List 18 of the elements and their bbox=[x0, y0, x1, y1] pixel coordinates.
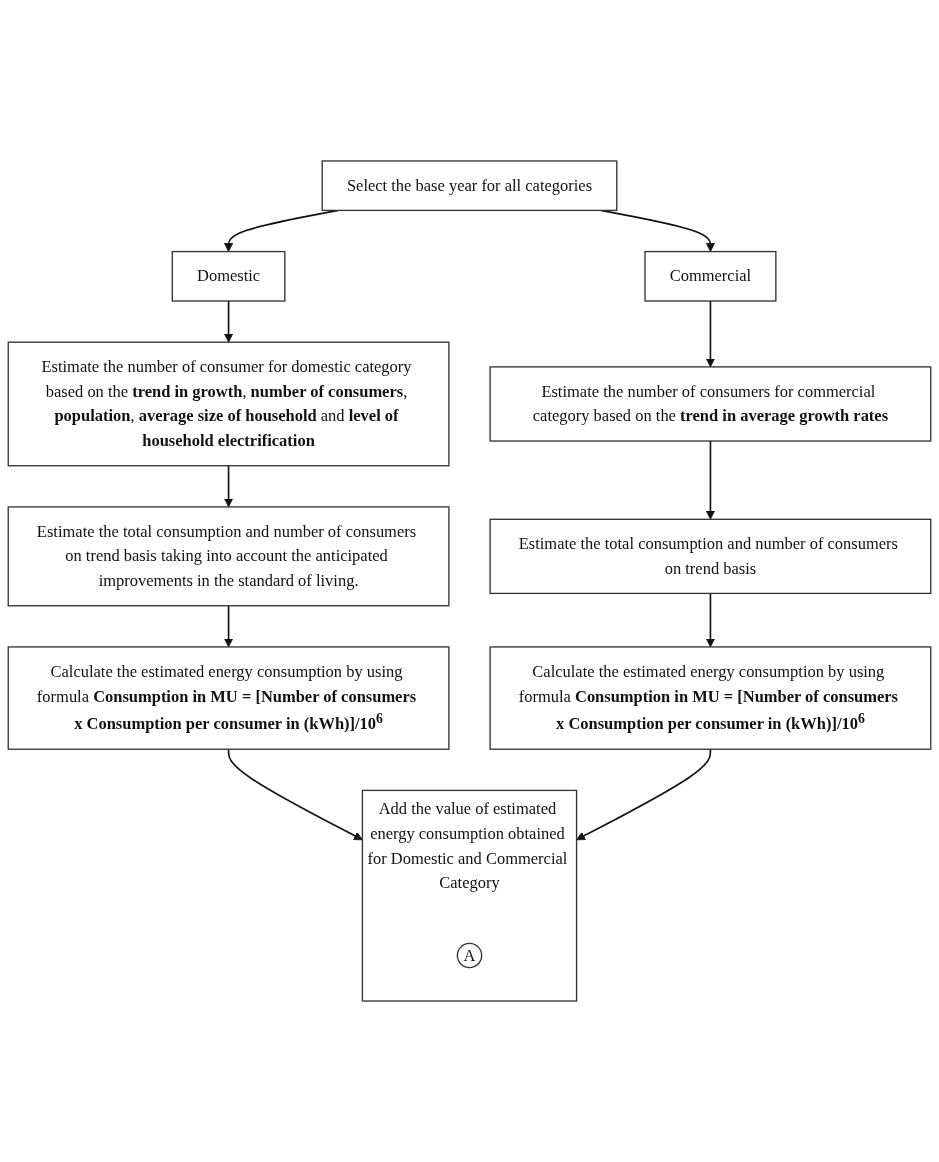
node-box: Estimate the number of consumer for domestic category based on the trend in growth, number of consumers, population, average size of household and level of household electrification bbox=[7, 341, 450, 467]
node-box: Estimate the total consumption and number of consumers on trend basis taking into account the anticipated improvements in the standard of living. bbox=[7, 506, 450, 607]
arrow bbox=[705, 440, 715, 520]
node-box: Commercial bbox=[644, 250, 777, 302]
node-circle: A bbox=[456, 942, 483, 969]
node-box: Estimate the number of consumers for commercial category based on the trend in average growth rates bbox=[489, 366, 932, 442]
arrow bbox=[227, 748, 363, 841]
arrow bbox=[705, 300, 715, 368]
node-box: Calculate the estimated energy consumption by using formula Consumption in MU = [Number of consumers x Consumption per consumer in (kWh)]/10$^{6}$ bbox=[7, 646, 450, 750]
arrow bbox=[224, 604, 234, 648]
node-box: Estimate the total consumption and number of consumers on trend basis bbox=[489, 518, 932, 595]
arrow bbox=[224, 464, 234, 508]
node-box: Select the base year for all categories bbox=[321, 160, 618, 212]
node-box: Calculate the estimated energy consumption by using formula Consumption in MU = [Number of consumers x Consumption per consumer in (kWh)]/10$^{6}$ bbox=[489, 646, 932, 750]
node-box: Domestic bbox=[171, 250, 286, 302]
arrow bbox=[576, 748, 712, 841]
arrow bbox=[705, 592, 715, 648]
arrow bbox=[224, 300, 234, 343]
